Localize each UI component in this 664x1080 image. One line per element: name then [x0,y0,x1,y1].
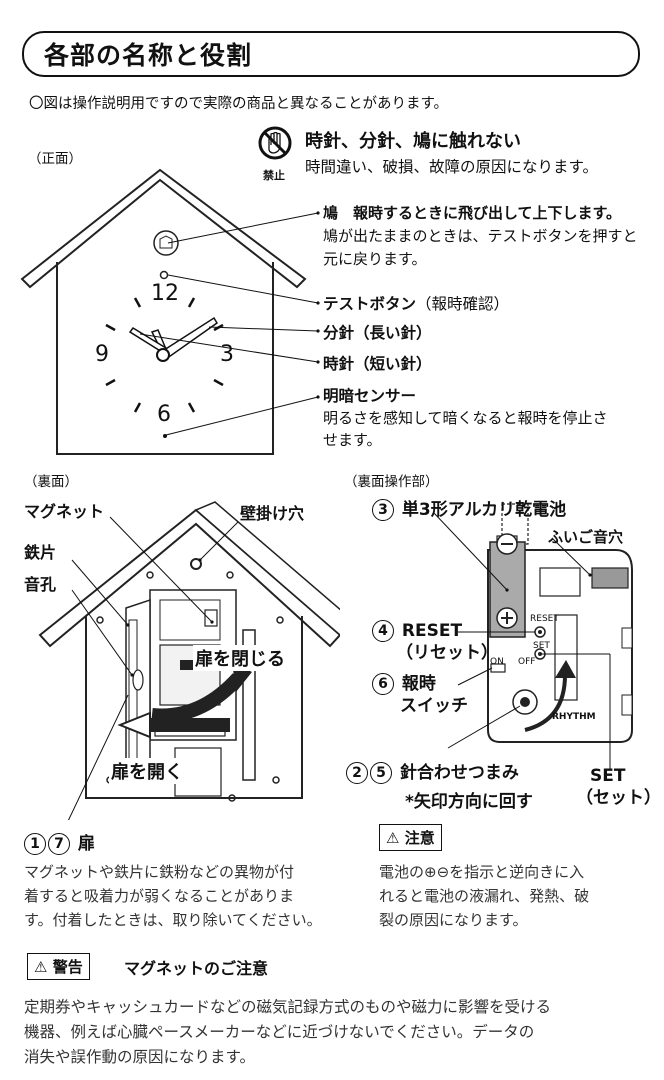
panel-on-print: ON [490,657,504,667]
battery-label: 3 単3形アルカリ乾電池 [372,495,566,521]
warning-badge: ⚠ 警告 [27,953,90,980]
chime-switch-label: 6 報時 スイッチ [372,673,468,717]
minute-hand-label: 分針（長い針） [323,324,432,342]
prohibit-desc: 時間違い、破損、故障の原因になります。 [305,158,598,176]
sound-hole-label: 音孔 [24,575,57,594]
front-clock-drawing [20,168,320,455]
ops-panel-drawing [433,503,633,770]
panel-reset-print: RESET [530,614,559,624]
test-button-label: テストボタン（報時確認） [323,295,510,313]
iron-label: 鉄片 [24,543,57,562]
page-title: 各部の名称と役割 [44,41,253,70]
caution-triangle-icon: ⚠ [386,829,400,847]
caution-badge: ⚠ 注意 [379,824,442,851]
ops-caption: （裏面操作部） [344,474,439,490]
warning-title: マグネットのご注意 [124,959,269,978]
no-touch-icon [258,126,292,160]
hour-hand-label: 時針（短い針） [323,355,432,373]
panel-off-print: OFF [518,657,536,667]
bird-desc: 鳩 報時するときに飛び出して上下します。 鳩が出たままのときは、テストボタンを押… [323,204,638,268]
back-caption: （裏面） [24,474,78,490]
disclaimer-note: 〇図は操作説明用ですので実際の商品と異なることがあります。 [29,96,449,112]
dial-number-12: 12 [151,281,179,306]
prohibit-title: 時針、分針、鳩に触れない [305,131,521,152]
warning-desc: 定期券やキャッシュカードなどの磁気記録方式のものや磁力に影響を受ける 機器、例え… [24,998,552,1066]
sensor-desc: 明暗センサー 明るさを感知して暗くなると報時を停止さ せます。 [323,387,608,449]
bellows-label: ふいご音穴 [548,528,624,546]
dial-number-6: 6 [157,402,171,427]
set-label: SET （セット） [576,766,661,808]
arrow-direction-note: *矢印方向に回す [405,792,533,812]
panel-set-print: SET [533,641,550,651]
dial-number-3: 3 [220,342,234,367]
open-door-label: 扉を開く [109,758,185,784]
panel-brand-print: RHYTHM [552,712,596,722]
caution-desc: 電池の⊕⊖を指示と逆向きに入 れると電池の液漏れ、発熱、破 裂の原因になります。 [379,863,590,929]
front-caption: （正面） [28,151,82,167]
door-desc: マグネットや鉄片に鉄粉などの異物が付 着すると吸着力が弱くなることがありま す。… [24,863,322,929]
magnet-label: マグネット [24,502,105,521]
dial-number-9: 9 [95,342,109,367]
reset-label: 4 RESET （リセット） [372,620,498,664]
hanger-label: 壁掛け穴 [240,504,305,523]
title-frame [22,31,640,77]
warning-triangle-icon: ⚠ [34,958,48,976]
close-door-label: 扉を閉じる [193,645,287,671]
prohibit-mark-label: 禁止 [263,169,285,182]
